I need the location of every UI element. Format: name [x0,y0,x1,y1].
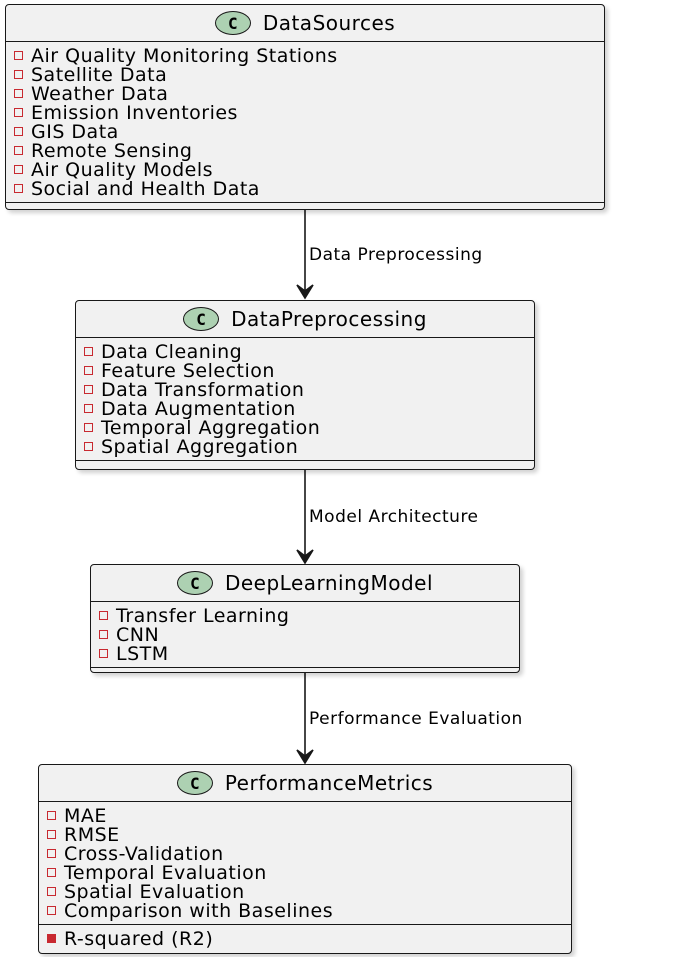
class-performance-metrics[interactable]: C PerformanceMetrics MAE RMSE Cross-Vali… [38,764,572,954]
class-header: C DataSources [6,5,604,42]
attribute-item: Data Transformation [76,379,534,401]
method-compartment [76,461,534,469]
class-name: DataSources [262,11,396,35]
private-visibility-icon [84,442,93,451]
method-compartment [91,668,519,676]
attribute-compartment: MAE RMSE Cross-Validation Temporal Evalu… [39,802,571,925]
attribute-item: Data Cleaning [76,341,534,363]
class-header: C DeepLearningModel [91,565,519,602]
private-visibility-icon [14,51,23,60]
class-stereotype-icon: C [183,307,220,331]
class-stereotype-icon: C [176,571,213,595]
attribute-item: Social and Health Data [6,178,604,200]
private-visibility-icon [99,649,108,658]
edge-label-performance-evaluation: Performance Evaluation [309,709,523,729]
attribute-item: Air Quality Models [6,159,604,181]
private-visibility-icon [47,811,56,820]
attribute-item: CNN [91,624,519,646]
attribute-compartment: Air Quality Monitoring Stations Satellit… [6,42,604,203]
attribute-item: Data Augmentation [76,398,534,420]
attribute-item: Air Quality Monitoring Stations [6,45,604,67]
edge-label-model-architecture: Model Architecture [309,507,479,527]
attribute-item: GIS Data [6,121,604,143]
private-visibility-icon [47,887,56,896]
private-visibility-icon [84,366,93,375]
private-visibility-icon [47,868,56,877]
attribute-item: LSTM [91,643,519,665]
class-name: DeepLearningModel [224,571,434,595]
class-deep-learning-model[interactable]: C DeepLearningModel Transfer Learning CN… [90,564,520,673]
attribute-item: Comparison with Baselines [39,900,571,922]
attribute-item: Temporal Evaluation [39,862,571,884]
private-visibility-icon [14,89,23,98]
private-method-icon [47,934,56,943]
attribute-item: Weather Data [6,83,604,105]
edge-arrowhead-preprocessing [296,284,314,300]
method-compartment [6,203,604,211]
attribute-item: Spatial Evaluation [39,881,571,903]
private-visibility-icon [14,108,23,117]
class-data-preprocessing[interactable]: C DataPreprocessing Data Cleaning Featur… [75,300,535,470]
attribute-item: Temporal Aggregation [76,417,534,439]
class-header: C DataPreprocessing [76,301,534,338]
attribute-compartment: Transfer Learning CNN LSTM [91,602,519,668]
method-compartment: R-squared (R2) [39,925,571,952]
class-stereotype-icon: C [176,771,213,795]
private-visibility-icon [99,630,108,639]
private-visibility-icon [14,165,23,174]
edge-label-data-preprocessing: Data Preprocessing [309,245,483,265]
attribute-item: Remote Sensing [6,140,604,162]
attribute-item: Spatial Aggregation [76,436,534,458]
private-visibility-icon [14,70,23,79]
class-header: C PerformanceMetrics [39,765,571,802]
attribute-compartment: Data Cleaning Feature Selection Data Tra… [76,338,534,461]
class-name: DataPreprocessing [231,307,427,331]
private-visibility-icon [14,127,23,136]
private-visibility-icon [84,404,93,413]
class-name: PerformanceMetrics [224,771,434,795]
attribute-item: Emission Inventories [6,102,604,124]
private-visibility-icon [47,906,56,915]
private-visibility-icon [99,611,108,620]
private-visibility-icon [14,184,23,193]
method-item: R-squared (R2) [39,928,571,950]
attribute-item: MAE [39,805,571,827]
edge-arrowhead-architecture [296,549,314,565]
class-stereotype-icon: C [214,11,251,35]
class-data-sources[interactable]: C DataSources Air Quality Monitoring Sta… [5,4,605,210]
private-visibility-icon [84,385,93,394]
edge-arrowhead-evaluation [296,749,314,765]
private-visibility-icon [47,830,56,839]
attribute-item: Cross-Validation [39,843,571,865]
private-visibility-icon [84,347,93,356]
attribute-item: RMSE [39,824,571,846]
attribute-item: Satellite Data [6,64,604,86]
private-visibility-icon [14,146,23,155]
private-visibility-icon [84,423,93,432]
attribute-item: Transfer Learning [91,605,519,627]
private-visibility-icon [47,849,56,858]
attribute-item: Feature Selection [76,360,534,382]
